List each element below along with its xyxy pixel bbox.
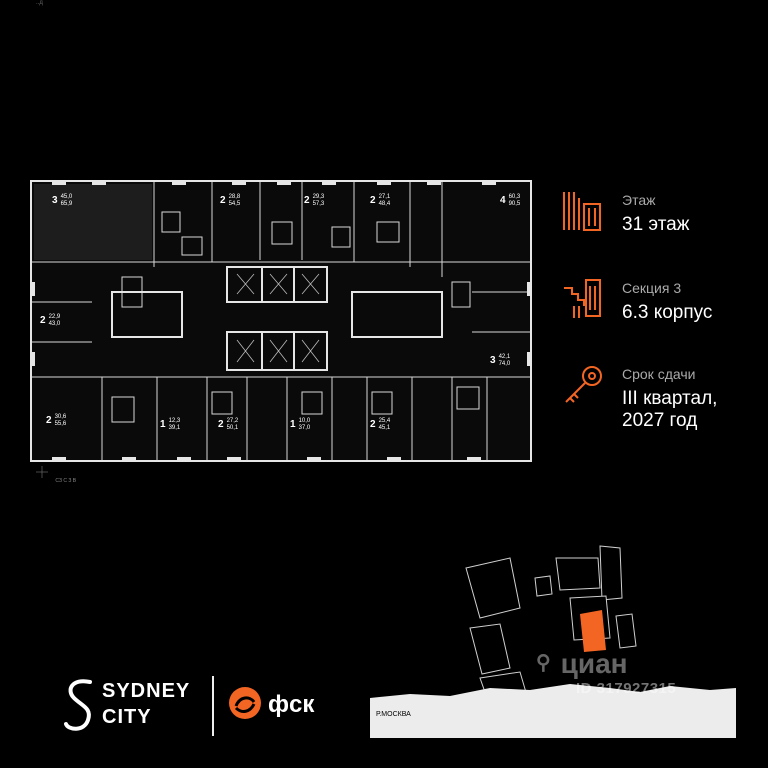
section-value: 6.3 корпус: [622, 302, 713, 323]
compass-icon: [36, 466, 48, 478]
fsk-logo: фск: [228, 686, 348, 726]
watermark-brand: ⚲циан: [536, 648, 628, 679]
compass-rose: СЗ С З В: [30, 462, 76, 484]
site-plan-drawing: [370, 545, 736, 738]
logo-divider: [212, 676, 214, 736]
sydney-s-mark-icon: [64, 679, 92, 731]
floor-plan-drawing: [32, 182, 530, 460]
floor-label: Этаж: [622, 192, 656, 208]
section-label: Секция 3: [622, 280, 682, 296]
map-pin-icon: ⚲: [536, 652, 551, 674]
site-plan: [370, 538, 736, 738]
watermark-id: ID 317927315: [576, 680, 677, 697]
cropped-header-text: ..д: [36, 0, 43, 6]
key-icon: [565, 366, 602, 403]
fsk-mark-icon: [229, 687, 261, 719]
deadline-label: Срок сдачи: [622, 366, 696, 382]
river-label: Р.МОСКВА: [376, 711, 411, 718]
section-stairs-icon: [564, 279, 601, 318]
floor-stack-icon: [563, 192, 601, 231]
sydney-city-logo: SYDNEY CITY: [62, 676, 202, 736]
floor-value: 31 этаж: [622, 214, 690, 235]
deadline-value: III квартал, 2027 год: [622, 388, 718, 431]
